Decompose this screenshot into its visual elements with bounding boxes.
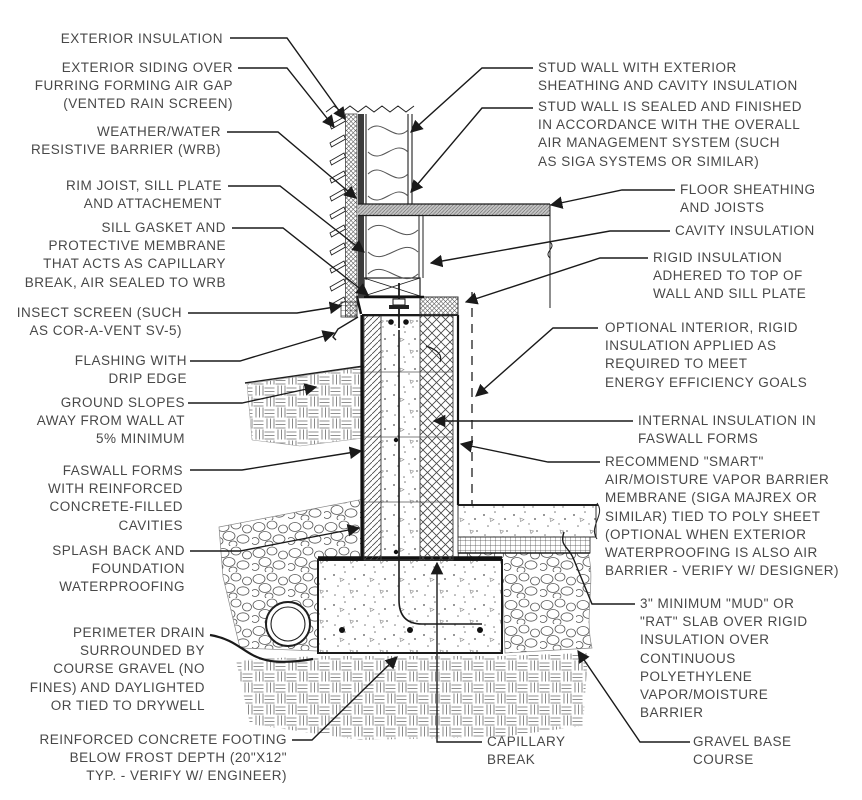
leader-sill-gasket xyxy=(232,227,369,296)
callout-stud-wall-sealed: STUD WALL IS SEALED AND FINISHED IN ACCO… xyxy=(538,99,803,169)
leader-wrb xyxy=(227,131,357,199)
callout-mud-slab: 3" MINIMUM "MUD" OR "RAT" SLAB OVER RIGI… xyxy=(640,596,808,721)
stud-faces xyxy=(365,114,413,216)
siding-clapboards xyxy=(329,116,347,310)
insect-screen-mesh xyxy=(340,301,358,318)
rebar-hook xyxy=(425,345,442,363)
callout-floor-sheathing: FLOOR SHEATHING AND JOISTS xyxy=(680,182,816,216)
leader-flashing xyxy=(190,330,336,362)
callout-insect-screen: INSECT SCREEN (SUCH AS COR-A-VENT SV-5) xyxy=(16,305,182,339)
leader-exterior-siding xyxy=(238,67,335,128)
leader-cavity-insulation xyxy=(429,230,670,268)
underslab-rigid-insulation xyxy=(457,536,591,554)
callout-rigid-insulation-top: RIGID INSULATION ADHERED TO TOP OF WALL … xyxy=(653,250,807,302)
grade-line xyxy=(244,365,365,384)
leader-floor-sheathing xyxy=(549,189,675,209)
rim-faces xyxy=(365,216,424,280)
callout-smart-membrane: RECOMMEND "SMART" AIR/MOISTURE VAPOR BAR… xyxy=(605,454,840,579)
stud-cavity-batt xyxy=(367,125,409,201)
leader-mud-slab xyxy=(562,531,635,605)
leader-rigid-insulation-top xyxy=(464,257,648,305)
leader-footing xyxy=(292,656,398,741)
callout-capillary-break: CAPILLARY BREAK xyxy=(487,734,566,768)
callout-cavity-insulation: CAVITY INSULATION xyxy=(675,223,815,238)
internal-insulation-layer xyxy=(419,315,454,561)
flashing-drip-edge xyxy=(332,316,359,341)
rigid-insulation-strip xyxy=(419,296,459,316)
callout-rim-joist: RIM JOIST, SILL PLATE AND ATTACHEMENT xyxy=(65,178,222,212)
earth-below xyxy=(236,653,588,740)
leader-capillary-break xyxy=(430,561,482,743)
sill-assembly xyxy=(355,277,459,328)
leader-rim-joist xyxy=(228,185,365,253)
exterior-insulation-layer xyxy=(345,113,358,318)
sill-gasket-membrane xyxy=(355,295,424,315)
faswall-foundation-wall xyxy=(360,314,482,625)
leader-gravel-base xyxy=(577,649,690,743)
callout-internal-insulation: INTERNAL INSULATION IN FASWALL FORMS xyxy=(638,413,817,447)
callout-footing: REINFORCED CONCRETE FOOTING BELOW FROST … xyxy=(39,732,287,784)
gravel-under-slab xyxy=(457,552,593,654)
leader-perimeter-drain xyxy=(209,633,314,663)
callout-sill-gasket: SILL GASKET AND PROTECTIVE MEMBRANE THAT… xyxy=(24,220,226,290)
leader-smart-membrane xyxy=(459,440,600,463)
leader-stud-wall-exterior xyxy=(410,67,533,133)
mud-slab-concrete xyxy=(457,502,601,540)
rim-cavity-batt xyxy=(367,224,419,280)
callout-splash-back: SPLASH BACK AND FOUNDATION WATERPROOFING xyxy=(52,543,185,595)
leader-splash-back xyxy=(190,523,361,552)
concrete-footing xyxy=(317,559,503,654)
faswall-outer-web xyxy=(363,315,382,561)
callout-exterior-insulation: EXTERIOR INSULATION xyxy=(60,31,223,46)
leader-exterior-insulation xyxy=(230,37,346,121)
leader-insect-screen xyxy=(188,301,343,315)
callout-faswall-forms: FASWALL FORMS WITH REINFORCED CONCRETE-F… xyxy=(48,463,183,533)
leader-faswall-forms xyxy=(190,446,363,471)
callout-wrb: WEATHER/WATER RESISTIVE BARRIER (WRB) xyxy=(30,124,221,158)
leader-lines xyxy=(188,37,690,743)
leader-optional-interior xyxy=(475,327,598,397)
concrete-core xyxy=(380,315,421,561)
earth-bank-left xyxy=(246,366,365,447)
leader-stud-wall-sealed xyxy=(410,107,533,193)
block-joints xyxy=(364,371,453,503)
callout-stud-wall-exterior: STUD WALL WITH EXTERIOR SHEATHING AND CA… xyxy=(538,60,798,94)
callout-perimeter-drain: PERIMETER DRAIN SURROUNDED BY COURSE GRA… xyxy=(29,625,205,713)
leader-ground-slope xyxy=(188,383,318,404)
callout-exterior-siding: EXTERIOR SIDING OVER FURRING FORMING AIR… xyxy=(34,60,233,112)
cut-break-mark xyxy=(547,241,553,259)
callout-flashing: FLASHING WITH DRIP EDGE xyxy=(74,353,187,387)
vertical-rebar xyxy=(398,330,482,625)
floor-assembly xyxy=(358,203,553,308)
callout-optional-interior: OPTIONAL INTERIOR, RIGID INSULATION APPL… xyxy=(605,320,808,390)
callout-gravel-base: GRAVEL BASE COURSE xyxy=(693,734,792,768)
perimeter-drain-pipe xyxy=(265,601,311,647)
callout-ground-slope: GROUND SLOPES AWAY FROM WALL AT 5% MINIM… xyxy=(36,395,185,447)
